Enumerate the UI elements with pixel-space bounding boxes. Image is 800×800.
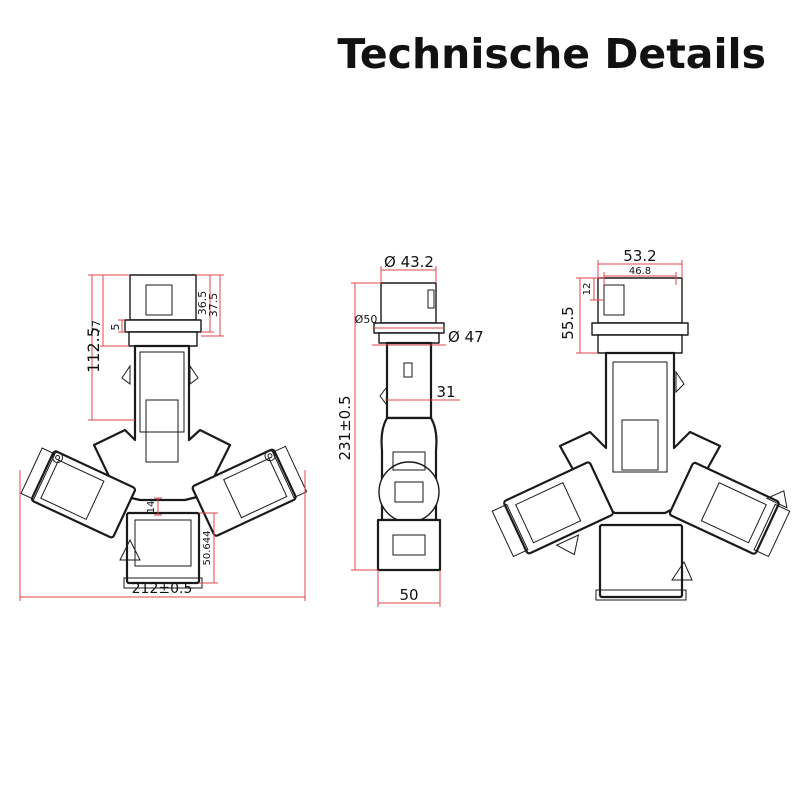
side-socket-face [378, 461, 440, 523]
front-socket-bottom-inset [134, 519, 192, 567]
side-plug-head [380, 282, 437, 324]
side-dim-diam-ring: Ø50 [355, 313, 378, 326]
front-plug-head [129, 274, 197, 321]
rear-collar [591, 322, 689, 336]
front-latch-right [189, 364, 199, 385]
rear-socket-right [668, 461, 791, 558]
front-body-inset [139, 351, 185, 433]
front-body-label [145, 399, 179, 463]
side-dim-width: 50 [399, 586, 418, 604]
rear-body-label [621, 419, 659, 471]
front-dimensions [19, 274, 306, 601]
side-ring [378, 332, 440, 344]
rear-body [558, 351, 722, 515]
front-socket-right [191, 445, 308, 537]
front-dim-gap: 5 [109, 324, 122, 331]
rear-view: 53.2 46.8 12 55.5 [491, 247, 791, 601]
rear-socket-bottom-cap [671, 560, 693, 581]
front-socket-bottom-cap [119, 538, 141, 561]
rear-socket-bottom [598, 523, 684, 599]
rear-ring [597, 334, 683, 354]
front-dim-plug-b: 37.5 [207, 293, 220, 318]
front-dim-plug-a: 36.5 [196, 291, 209, 316]
front-plug-ring [128, 331, 198, 347]
side-dim-diam-top: Ø 43.2 [384, 253, 434, 271]
side-socket-lid [392, 451, 426, 471]
front-dim-height-total: 112.5 [84, 327, 103, 373]
front-dim-width: 212±0.5 [132, 581, 193, 597]
side-plug-clip [427, 289, 435, 309]
rear-dim-rib: 12 [582, 283, 593, 296]
side-base-lid [392, 534, 426, 556]
front-plug-collar [124, 319, 202, 333]
front-socket-bottom [125, 511, 201, 585]
rear-dim-height: 55.5 [559, 306, 577, 339]
front-dim-socket-height: 50.644 [202, 531, 213, 566]
rear-socket-bottom-rim [595, 589, 687, 601]
rear-latch-right [675, 370, 685, 394]
side-base [376, 518, 442, 572]
side-nub [379, 387, 387, 405]
side-socket-window [394, 481, 424, 503]
front-dim-offset: 14 [146, 501, 157, 514]
rear-body-inset [612, 361, 668, 473]
front-plug-window [145, 284, 173, 316]
front-latch-left [121, 364, 131, 385]
front-socket-left [20, 447, 136, 539]
rear-dim-width-outer: 53.2 [623, 247, 656, 265]
rear-socket-left [491, 461, 614, 558]
side-dim-height: 231±0.5 [336, 395, 354, 460]
side-dim-diam-collar: Ø 47 [448, 328, 484, 346]
front-view: 112.5 77 5 36.5 37.5 14 50.644 212±0.5 [19, 274, 308, 601]
side-view: Ø 43.2 Ø50 Ø 47 31 231±0.5 50 [336, 253, 484, 607]
side-neck [385, 341, 433, 420]
side-dim-depth: 31 [436, 383, 455, 401]
front-body [92, 344, 232, 502]
rear-dimensions [576, 260, 683, 354]
side-slot [403, 362, 413, 378]
side-dimensions [351, 266, 460, 607]
rear-dim-width-inner: 46.8 [629, 266, 651, 277]
page-title: Technische Details [337, 30, 766, 78]
front-dim-height-upper: 77 [90, 320, 103, 334]
